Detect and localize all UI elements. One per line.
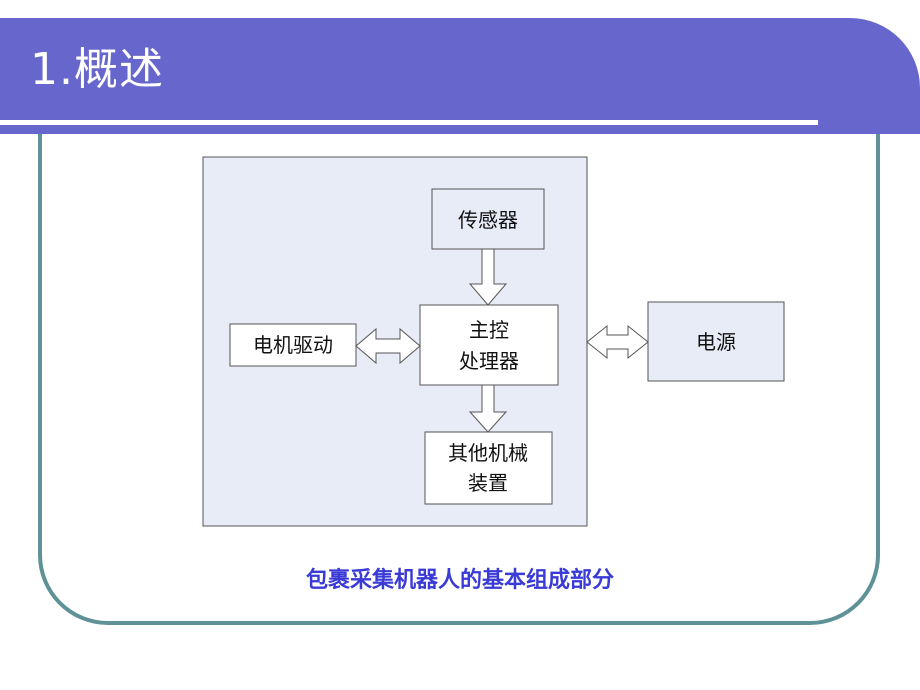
title-banner [0,18,920,134]
other-mechanical-label-1: 其他机械 [448,441,528,465]
motor-drive-box [229,323,357,367]
other-mechanical-label-2: 装置 [468,471,508,495]
arrow-main-power [586,324,649,360]
motor-drive-label: 电机驱动 [253,333,333,357]
sensor-label: 传感器 [458,208,518,232]
main-controller-label-1: 主控 [469,318,509,342]
sensor-box [431,188,545,250]
main-controller-label-2: 处理器 [459,349,519,373]
power-label: 电源 [696,330,736,354]
content-frame [38,60,880,625]
banner-underline [0,120,818,125]
other-mechanical-box [424,431,553,505]
diagram-caption: 包裹采集机器人的基本组成部分 [305,568,614,593]
arrow-sensor-to-main [468,248,508,306]
power-box [647,301,785,382]
arrow-main-to-other [468,384,508,433]
main-controller-box [419,304,559,386]
page-title: 1.概述 [30,44,164,95]
arrow-motor-main [355,327,421,365]
